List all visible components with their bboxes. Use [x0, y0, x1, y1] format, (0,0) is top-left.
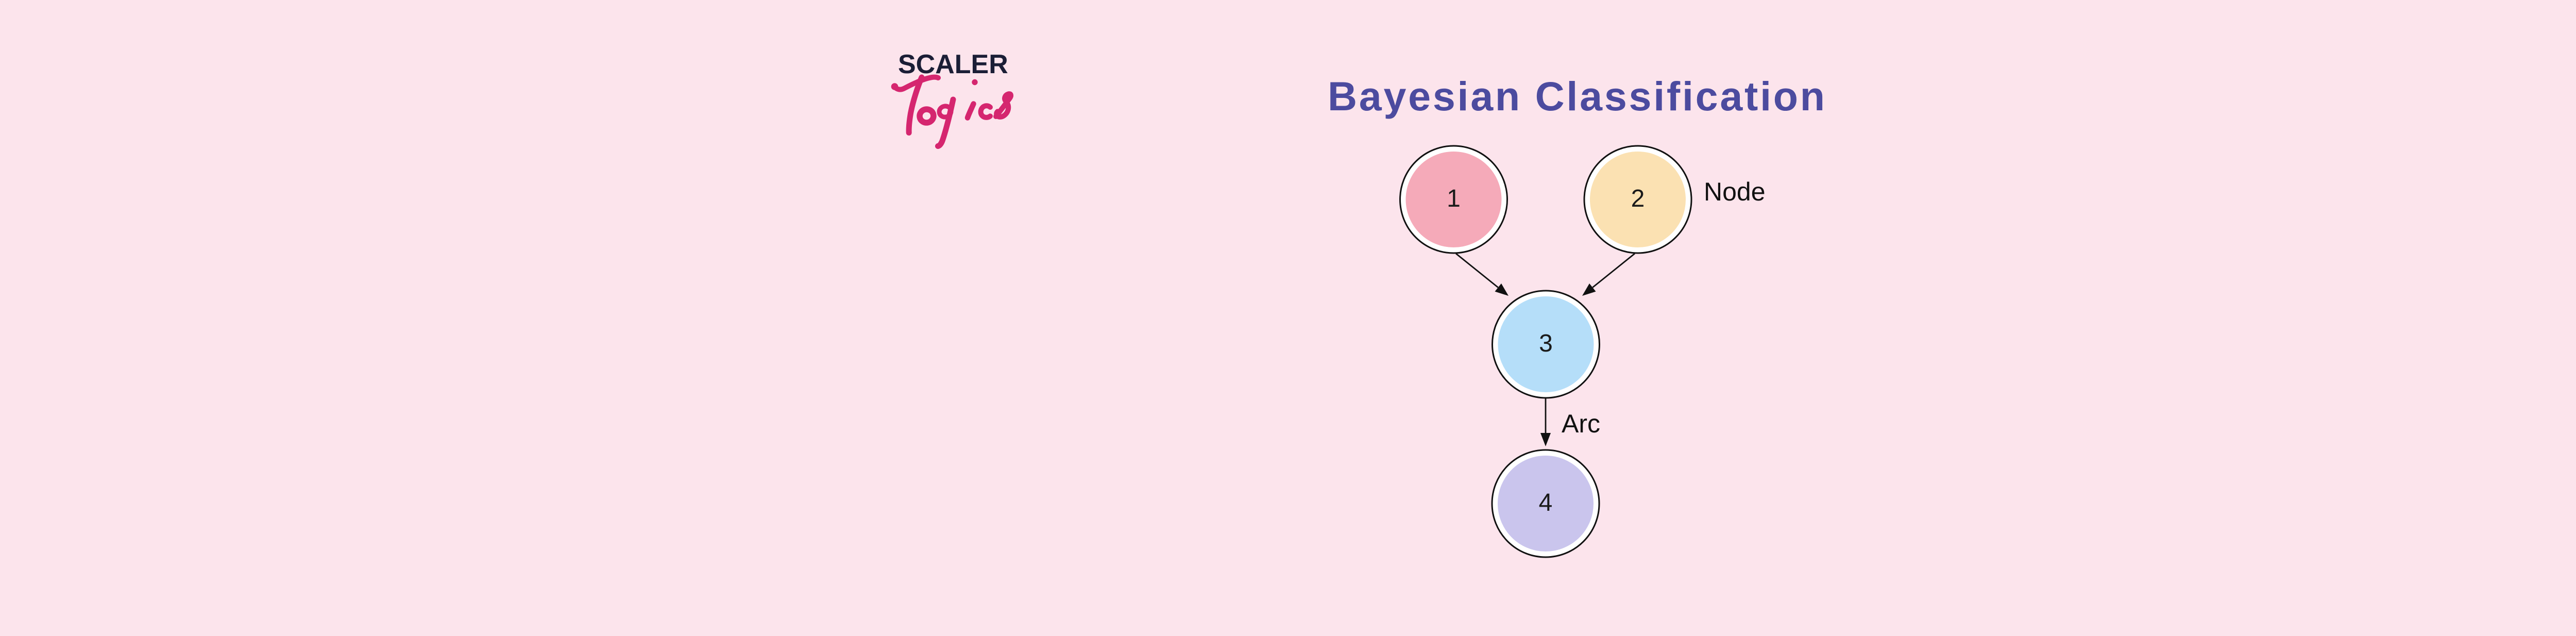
svg-text:Bayesian Classification: Bayesian Classification: [1328, 73, 1827, 119]
svg-text:4: 4: [1539, 489, 1553, 516]
svg-text:3: 3: [1539, 330, 1553, 357]
svg-text:Node: Node: [1704, 177, 1766, 206]
svg-text:1: 1: [1447, 185, 1461, 212]
svg-text:SCALER: SCALER: [898, 49, 1008, 79]
svg-text:2: 2: [1631, 185, 1645, 212]
svg-text:Arc: Arc: [1562, 409, 1600, 438]
